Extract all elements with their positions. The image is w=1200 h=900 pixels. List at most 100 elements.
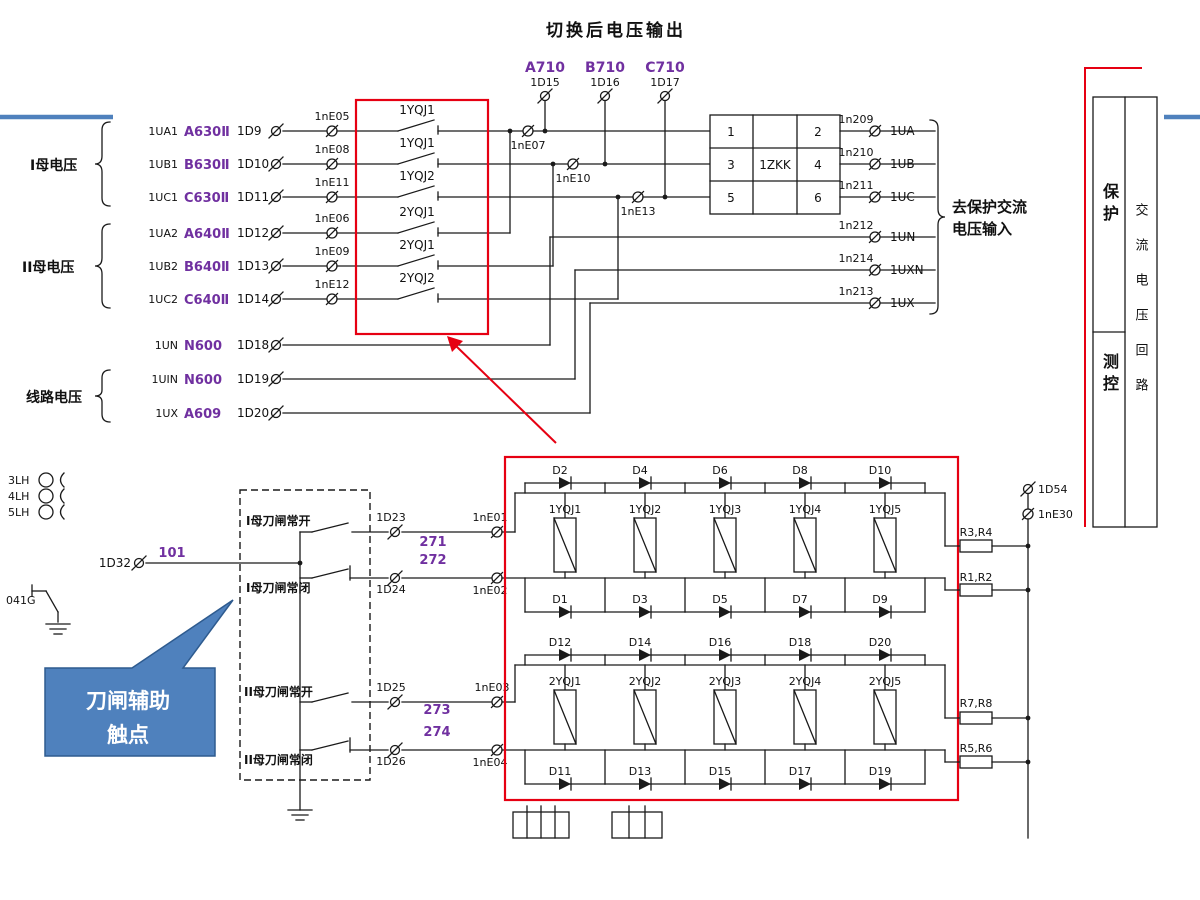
terminal-symbol: [268, 123, 284, 139]
diode-label: D19: [869, 765, 891, 778]
diode-label: D9: [872, 593, 887, 606]
wire-label: C640Ⅱ: [184, 293, 229, 308]
phase-tap-b710: B710 1D16: [585, 60, 625, 165]
ground-symbol: [45, 623, 71, 635]
wire-label: A609: [184, 407, 221, 422]
terminal-label: 1D18: [237, 338, 269, 352]
cell-label: 2: [814, 125, 822, 139]
terminal-label: 1D15: [530, 76, 559, 89]
note-line-1: 去保护交流: [952, 198, 1027, 216]
relay-label: 1YQJ4: [789, 503, 822, 516]
diode-symbol: [798, 777, 812, 791]
diode-symbol: [558, 648, 572, 662]
red-annotation-line: [1084, 67, 1142, 527]
terminal-symbol: [268, 189, 284, 205]
wire-label: 274: [423, 725, 450, 740]
terminal-label: 1n209: [839, 113, 874, 126]
bus-selector-red-box: [354, 98, 490, 336]
diode-symbol: [718, 476, 732, 490]
link-label: 1nE04: [473, 756, 508, 769]
terminal-symbol: [131, 555, 147, 571]
link-symbol: [868, 157, 882, 171]
relay-label: 1YQJ5: [869, 503, 902, 516]
terminal-symbol: [268, 337, 284, 353]
relay-label: 2YQJ1: [549, 675, 582, 688]
contact-label: II母刀闸常开: [244, 684, 313, 699]
resistor-label: R7,R8: [960, 697, 993, 710]
callout-knife-aux: 刀闸辅助 触点: [44, 599, 234, 757]
bus1-group: I母电压: [30, 121, 111, 207]
signal-label: 1UIN: [151, 373, 178, 386]
wire-label: A630Ⅱ: [184, 125, 230, 140]
relay-label: 1YQJ3: [709, 503, 742, 516]
link-symbol: [868, 296, 882, 310]
diode-symbol: [718, 605, 732, 619]
signal-label: 1UB1: [148, 158, 178, 171]
diode-label: D7: [792, 593, 807, 606]
resistor-symbol: [959, 583, 993, 597]
output-note: 去保护交流 电压输入: [929, 119, 1027, 315]
terminal-label: 1D23: [376, 511, 405, 524]
link-symbol: [490, 743, 504, 757]
link-label: 1nE03: [475, 681, 510, 694]
terminal-label: 1D17: [650, 76, 679, 89]
diode-label: D3: [632, 593, 647, 606]
terminal-label: 1D54: [1038, 483, 1067, 496]
relay-coil-symbol: [633, 689, 657, 745]
terminal-label: 1D11: [237, 190, 269, 204]
ct-label: 4LH: [8, 490, 29, 503]
input-row-2: 1UB1 B630Ⅱ 1D10 1nE08 1YQJ1: [148, 136, 711, 173]
diode-label: D13: [629, 765, 651, 778]
ground-symbol: [287, 809, 313, 821]
terminal-label: 1n212: [839, 219, 874, 232]
wire-label: B640Ⅱ: [184, 260, 230, 275]
contact-label: II母刀闸常闭: [244, 752, 313, 767]
terminal-label: 1D32: [99, 556, 131, 570]
phase-tap-a710: A710 1D15: [525, 60, 565, 132]
diode-label: D8: [792, 464, 807, 477]
cell-label: 3: [727, 158, 735, 172]
terminal-label: 1n214: [839, 252, 874, 265]
wire-label: 272: [419, 553, 446, 568]
terminal-label: 1D24: [376, 583, 405, 596]
terminal-label: 1n211: [839, 179, 874, 192]
contact-label: 2YQJ1: [399, 205, 435, 219]
diode-symbol: [638, 777, 652, 791]
terminal-label: 1D19: [237, 372, 269, 386]
ct-group: 3LH 4LH 5LH: [8, 472, 65, 520]
diode-symbol: [798, 648, 812, 662]
panel-protection-label: 保护: [1100, 183, 1119, 227]
link-symbol: [521, 124, 535, 138]
wire-label: A710: [525, 60, 565, 76]
terminal-symbol: [268, 225, 284, 241]
resistor-label: R5,R6: [960, 742, 993, 755]
diode-label: D18: [789, 636, 811, 649]
diode-label: D11: [549, 765, 571, 778]
signal-label: 1UA2: [148, 227, 178, 240]
input-row-5: 1UB2 B640Ⅱ 1D13 1nE09 2YQJ1: [148, 163, 554, 275]
diode-symbol: [638, 605, 652, 619]
relay-matrix-group-2: D12 2YQJ1 D11 D14 2YQJ2 D13 D16 2YQJ3 D1…: [504, 636, 946, 791]
link-symbol: [490, 695, 504, 709]
relay-coil-symbol: [713, 689, 737, 745]
link-symbol: [325, 292, 339, 306]
terminal-symbol: [387, 524, 403, 540]
resistor-label: R1,R2: [960, 571, 993, 584]
wire-label: 271: [419, 535, 446, 550]
relay-coil-symbol: [633, 517, 657, 573]
link-label: 1nE06: [315, 212, 350, 225]
link-symbol: [490, 571, 504, 585]
resistor-label: R3,R4: [960, 526, 993, 539]
link-symbol: [325, 259, 339, 273]
resistor-symbol: [959, 755, 993, 769]
diode-label: D5: [712, 593, 727, 606]
link-label: 1nE10: [556, 172, 591, 185]
terminal-label: 1D13: [237, 259, 269, 273]
signal-label: 1UC: [890, 190, 915, 204]
signal-label: 1UC2: [148, 293, 178, 306]
cell-label: 5: [727, 191, 735, 205]
switch-block-1zkk: 1 2 3 4 5 6 1ZKK: [709, 114, 841, 215]
diode-symbol: [558, 777, 572, 791]
contact-label: 1YQJ1: [399, 136, 435, 150]
link-symbol: [631, 190, 645, 204]
